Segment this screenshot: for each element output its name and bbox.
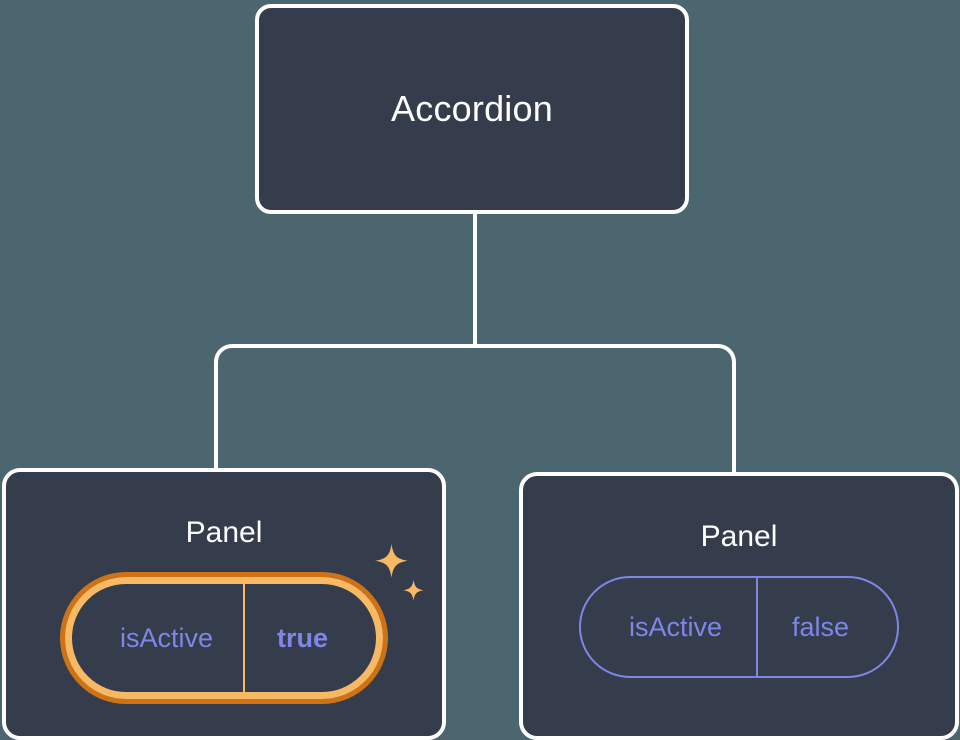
- sparkles-icon: [375, 544, 424, 601]
- prop-key-label: isActive: [628, 611, 722, 642]
- prop-pill-isactive-true[interactable]: isActive true: [64, 577, 384, 699]
- prop-key-label: isActive: [119, 622, 213, 653]
- prop-value-label: true: [243, 584, 376, 692]
- node-accordion[interactable]: Accordion: [255, 4, 689, 214]
- prop-pill-isactive-false[interactable]: isActive false: [578, 576, 900, 678]
- node-panel-active[interactable]: Panel isActive true: [2, 468, 446, 740]
- edge-branch-left: [214, 344, 475, 470]
- node-accordion-label: Accordion: [391, 88, 553, 129]
- node-panel-active-label: Panel: [185, 516, 263, 549]
- prop-pill-active-wrap: isActive true: [60, 544, 424, 704]
- prop-pill-inactive-wrap: isActive false: [578, 576, 900, 678]
- prop-value-label: false: [755, 578, 897, 676]
- edge-branch-right: [475, 344, 736, 474]
- node-panel-inactive-label: Panel: [700, 520, 778, 553]
- node-panel-inactive[interactable]: Panel isActive false: [519, 472, 959, 740]
